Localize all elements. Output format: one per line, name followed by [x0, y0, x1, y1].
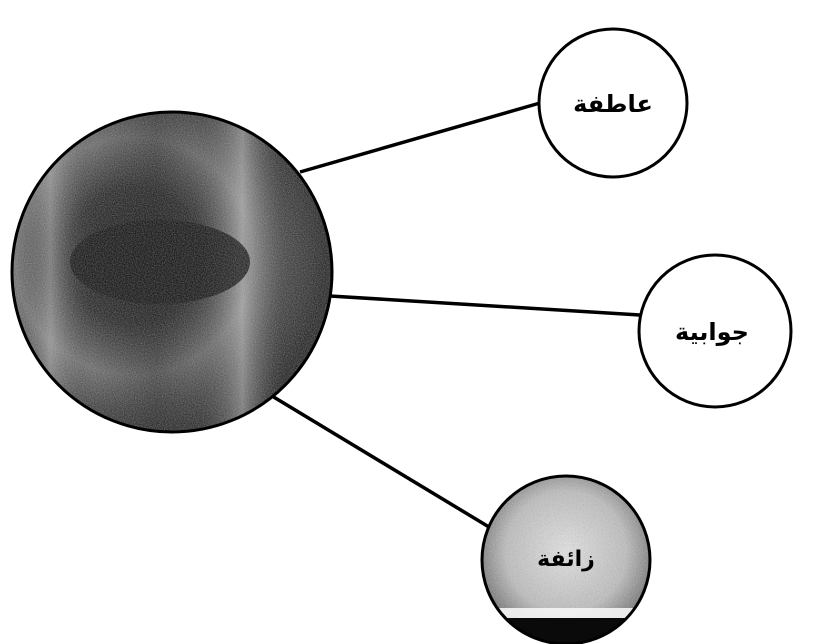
connector-line-answer [330, 296, 640, 315]
node-emotion-label: عاطفة [573, 90, 653, 118]
node-answer-label: جوابية [675, 318, 749, 346]
node-third: زائفة [482, 476, 650, 644]
connector-line-third [272, 396, 489, 527]
node-answer: جوابية [639, 255, 791, 407]
central-circle [12, 112, 332, 432]
node-third-label: زائفة [537, 547, 595, 572]
node-emotion: عاطفة [539, 29, 687, 177]
connector-line-emotion [300, 103, 540, 172]
